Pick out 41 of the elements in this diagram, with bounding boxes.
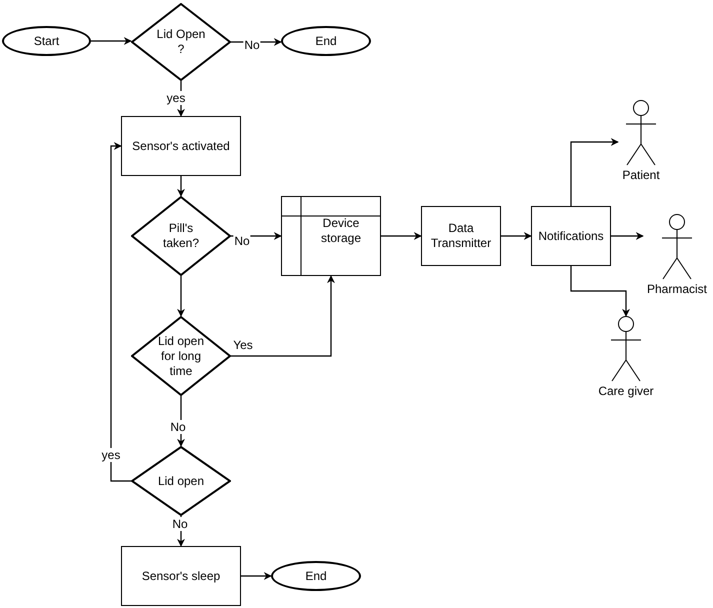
process-box <box>421 206 501 266</box>
process-box <box>531 206 611 266</box>
arrow <box>231 38 282 46</box>
arrow <box>570 138 619 206</box>
arrow <box>381 232 422 240</box>
node-label: Data Transmitter <box>430 221 492 251</box>
node-label: Pharmacist <box>646 282 708 297</box>
edge-label: No <box>233 234 251 248</box>
arrow <box>177 396 185 447</box>
arrow <box>110 142 131 482</box>
arrow <box>501 232 532 240</box>
node-label: Care giver <box>598 384 654 399</box>
node-label: End <box>305 568 327 584</box>
node-label: Device storage <box>320 216 362 246</box>
node-label: Lid open <box>158 474 204 488</box>
arrow <box>241 572 272 580</box>
process-box <box>121 546 241 606</box>
node-label: Lid open for long time <box>156 334 206 378</box>
arrow <box>177 516 185 547</box>
edge-label: yes <box>166 91 186 105</box>
edge-label: yes <box>100 448 122 462</box>
node-label: End <box>315 34 337 48</box>
edge-label: No <box>171 517 189 531</box>
arrow <box>231 232 282 240</box>
arrow <box>611 232 644 240</box>
edge-label: No <box>243 38 261 52</box>
arrow <box>570 266 630 317</box>
node-label: Start <box>34 34 60 48</box>
node-label: Lid Open ? <box>156 27 206 57</box>
arrow <box>231 275 335 357</box>
process-box <box>121 116 241 176</box>
arrow <box>91 37 132 45</box>
node-label: Patient <box>622 168 660 183</box>
node-label: Sensor's activated <box>132 138 230 154</box>
arrow <box>177 276 185 317</box>
edge-label: No <box>169 420 187 434</box>
node-label: Pill's taken? <box>162 221 200 251</box>
node-label: Sensor's sleep <box>142 568 220 584</box>
edge-label: Yes <box>232 338 254 352</box>
arrow <box>177 176 185 197</box>
node-label: Notifications <box>538 228 604 244</box>
